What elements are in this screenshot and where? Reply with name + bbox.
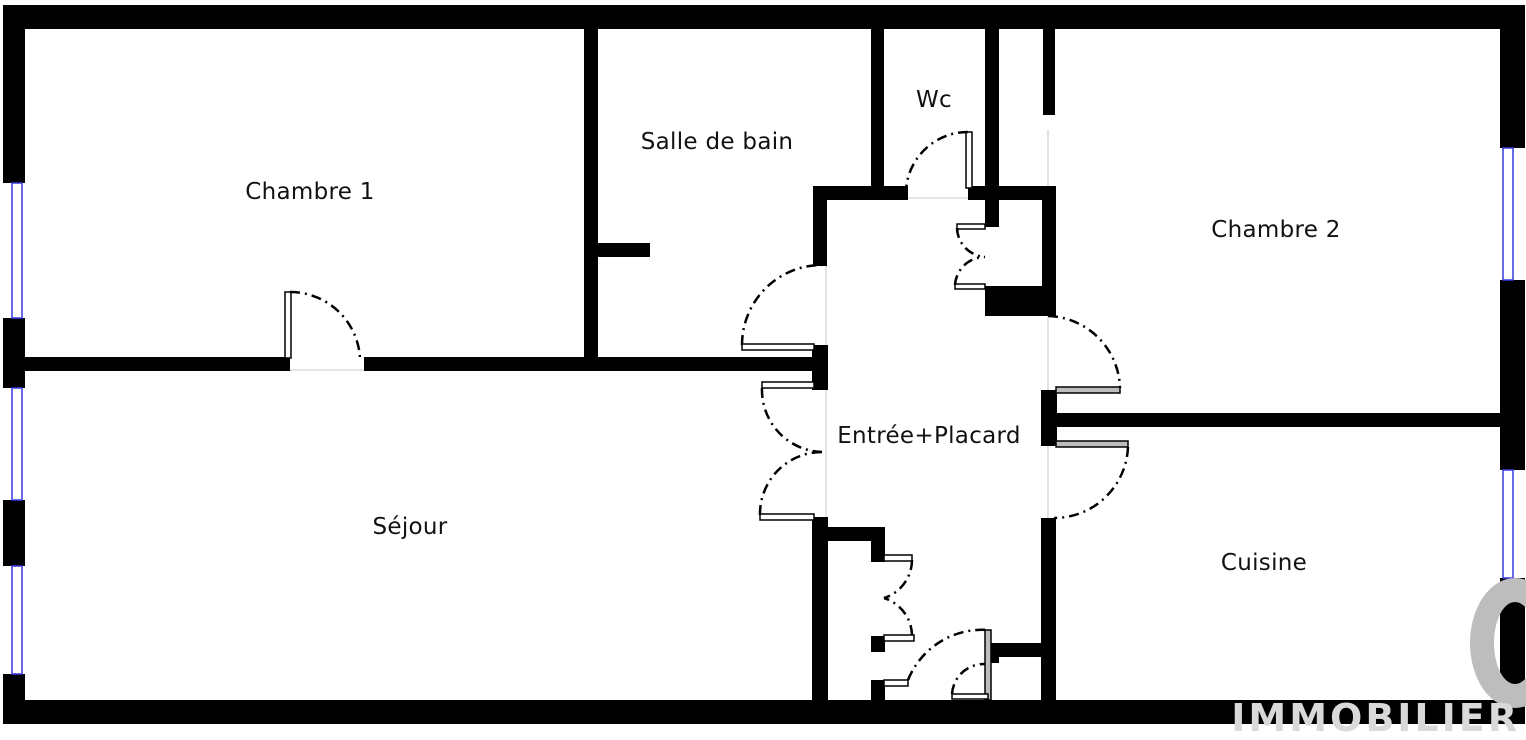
door-leaves xyxy=(284,131,1129,701)
interior-walls xyxy=(22,27,1502,703)
room-label-chambre-2: Chambre 2 xyxy=(1211,217,1341,243)
door-swings xyxy=(289,130,1130,695)
watermark-text: IMMOBILIER xyxy=(1231,696,1520,740)
room-label-entree-placard: Entrée+Placard xyxy=(837,423,1021,449)
room-label-wc: Wc xyxy=(916,87,952,113)
room-label-chambre-1: Chambre 1 xyxy=(245,179,375,205)
room-label-cuisine: Cuisine xyxy=(1220,550,1308,576)
room-label-salle-de-bain: Salle de bain xyxy=(640,129,794,155)
windows xyxy=(11,147,1514,675)
opening-lines xyxy=(290,130,1049,520)
room-label-sejour: Séjour xyxy=(372,514,448,540)
